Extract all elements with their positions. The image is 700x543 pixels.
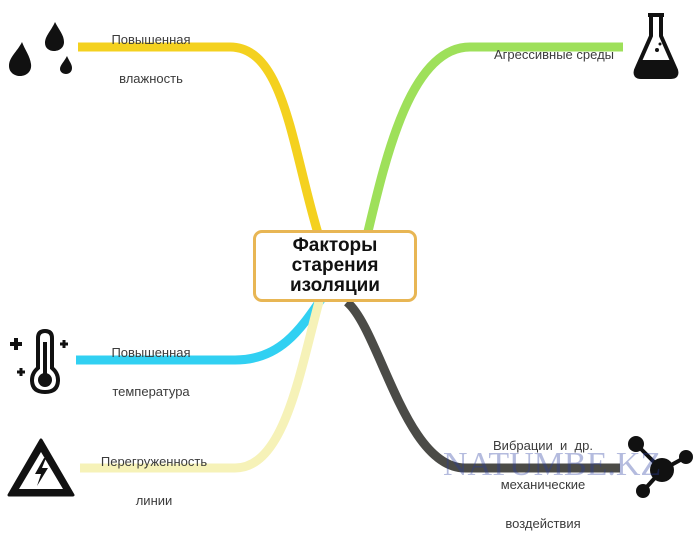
label-humidity: Повышенная влажность xyxy=(92,7,210,98)
label-temperature: Повышенная температура xyxy=(92,320,210,411)
label-vibration-line-3: воздействия xyxy=(505,516,581,531)
molecule-icon xyxy=(628,436,693,498)
label-overload-line-1: Перегруженность xyxy=(100,454,208,469)
label-vibration-line-1: Вибрации и др. xyxy=(493,438,593,453)
label-humidity-line-1: Повышенная xyxy=(111,32,191,47)
label-humidity-line-2: влажность xyxy=(119,71,183,86)
water-drops-icon xyxy=(9,22,72,76)
label-vibration-line-2: механические xyxy=(500,477,586,492)
central-topic-line-2: старения xyxy=(291,255,379,276)
mind-map-canvas xyxy=(7,13,693,498)
branch-overload xyxy=(80,296,325,473)
label-aggressive-line-1: Агрессивные среды xyxy=(493,47,614,62)
branch-humidity xyxy=(78,42,325,242)
label-temperature-line-1: Повышенная xyxy=(111,345,191,360)
thermometer-icon xyxy=(10,328,68,395)
branch-vibration xyxy=(343,298,620,473)
central-topic: Факторы старения изоляции xyxy=(253,230,417,302)
central-topic-line-3: изоляции xyxy=(290,275,380,296)
central-topic-line-1: Факторы xyxy=(292,235,378,256)
branch-aggressive xyxy=(361,42,623,242)
watermark: NATUMBE.KZ xyxy=(443,446,662,483)
label-aggressive: Агрессивные среды xyxy=(474,22,634,74)
label-temperature-line-2: температура xyxy=(112,384,190,399)
high-voltage-warning-icon xyxy=(7,438,75,497)
label-overload: Перегруженность линии xyxy=(84,429,224,520)
chemistry-flask-icon xyxy=(633,13,679,79)
